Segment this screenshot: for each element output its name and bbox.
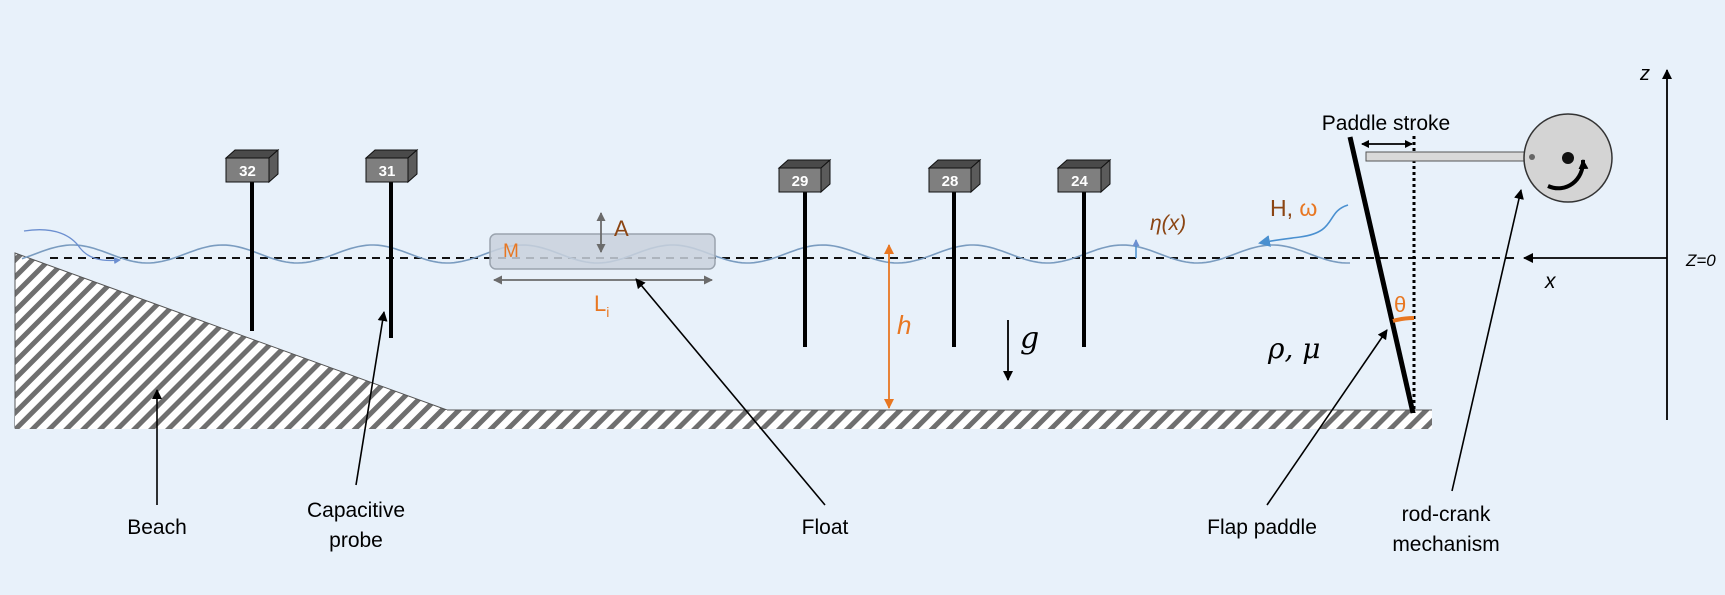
wave-params-label: H, ω: [1270, 195, 1317, 221]
probe-24: 24: [1056, 158, 1112, 347]
probe-leader: [355, 311, 388, 486]
incoming-wave-swirl: [23, 229, 121, 265]
theta-label: θ: [1394, 292, 1406, 317]
float-leader: [635, 278, 826, 506]
crank-rod: [1365, 151, 1542, 162]
beach-base: [15, 410, 447, 429]
float-body: [489, 233, 716, 270]
probe-32-label: 32: [239, 163, 256, 180]
eta-label: η(x): [1150, 212, 1186, 235]
depth-label: h: [897, 310, 911, 340]
flap-paddle: [1347, 136, 1416, 414]
probe-29-label: 29: [792, 173, 809, 190]
capacitive-probe-label-line1: Capacitive: [307, 499, 405, 522]
probe-29: 29: [777, 158, 832, 347]
x-axis-label: x: [1544, 270, 1557, 293]
probe-28: 28: [927, 158, 982, 347]
probe-31-label: 31: [379, 163, 396, 180]
float-mass-label: M: [503, 241, 519, 262]
flap-paddle-leader: [1266, 329, 1388, 506]
amplitude-label: A: [614, 216, 629, 241]
fluid-props-label: ρ, μ: [1267, 332, 1320, 365]
float-length-label: Li: [594, 291, 609, 320]
z-zero-label: Z=0: [1685, 251, 1716, 270]
beach-slope: [14, 252, 448, 429]
wave-direction-arrow: [1258, 204, 1349, 247]
theta-arc: [1392, 316, 1415, 323]
gravity-label: g: [1020, 321, 1039, 356]
crank-pin: [1529, 154, 1535, 160]
flume-floor: [447, 410, 1432, 429]
probe-24-label: 24: [1071, 173, 1088, 190]
rotation-arrow-icon: [1547, 159, 1589, 191]
rod-crank-label-line1: rod-crank: [1402, 503, 1491, 526]
beach-label: Beach: [127, 516, 187, 539]
paddle-stroke-label: Paddle stroke: [1322, 112, 1450, 135]
probe-32: 32: [224, 148, 280, 331]
rod-crank-leader: [1451, 189, 1524, 492]
probe-28-label: 28: [942, 173, 959, 190]
capacitive-probe-label-line2: probe: [329, 529, 383, 552]
float-label: Float: [802, 516, 849, 539]
crank-hub: [1562, 152, 1574, 164]
z-axis-label: z: [1639, 63, 1650, 85]
rod-crank-label-line2: mechanism: [1392, 533, 1499, 556]
probe-31: 31: [364, 148, 419, 338]
flap-paddle-label: Flap paddle: [1207, 516, 1317, 539]
